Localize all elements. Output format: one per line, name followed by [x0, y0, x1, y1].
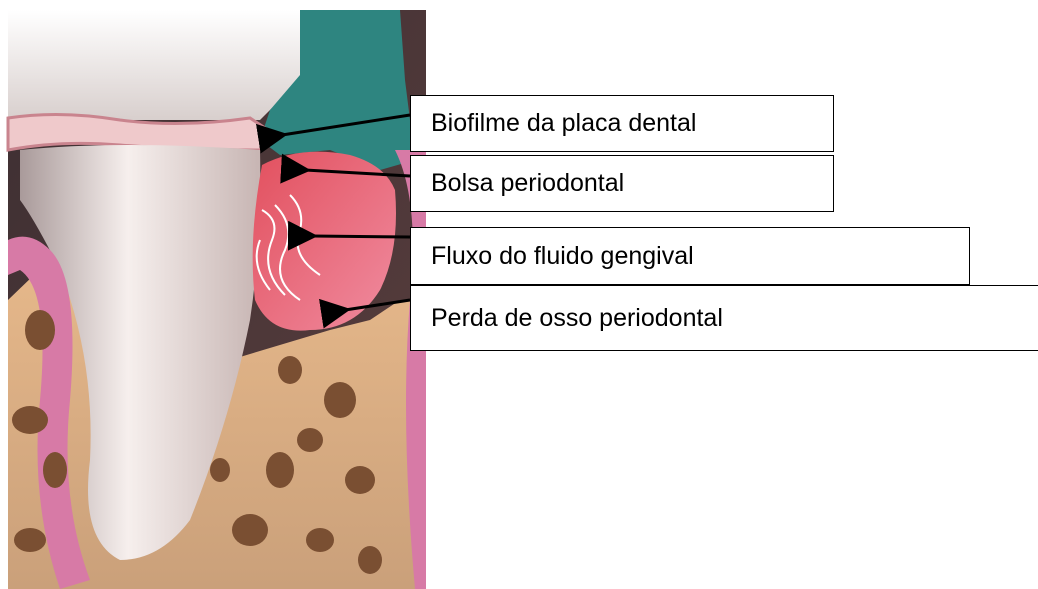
- tooth-cross-section-illustration: [0, 0, 430, 589]
- label-gingival-fluid-text: Fluxo do fluido gengival: [431, 242, 694, 271]
- label-biofilm-text: Biofilme da placa dental: [431, 109, 696, 138]
- label-gingival-fluid: Fluxo do fluido gengival: [410, 227, 970, 285]
- label-bone-loss: Perda de osso periodontal: [410, 285, 1038, 351]
- label-bone-loss-text: Perda de osso periodontal: [431, 304, 723, 333]
- label-biofilm: Biofilme da placa dental: [410, 95, 834, 152]
- label-periodontal-pocket: Bolsa periodontal: [410, 155, 834, 212]
- tooth-crown: [8, 10, 300, 120]
- label-periodontal-pocket-text: Bolsa periodontal: [431, 169, 624, 198]
